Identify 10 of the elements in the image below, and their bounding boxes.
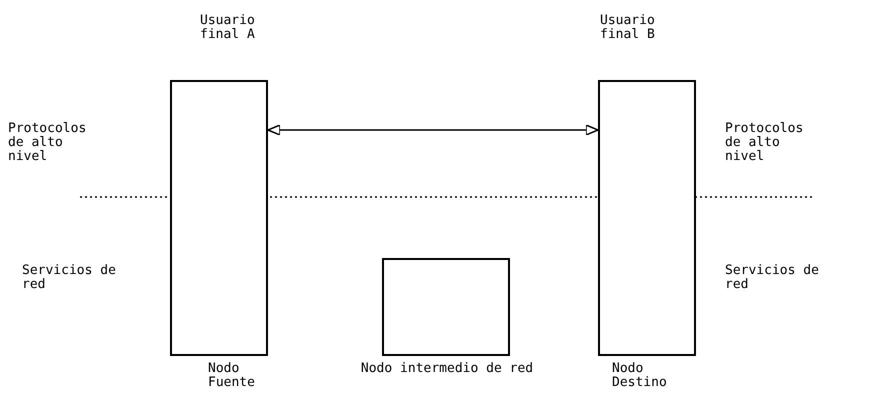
- layer-label: Servicios de red: [22, 264, 117, 292]
- node-label: Nodo intermedio de red: [360, 362, 534, 376]
- node-heading: Usuario final B: [600, 14, 656, 42]
- double-arrow: [267, 124, 599, 136]
- layer-label: Servicios de red: [725, 264, 820, 292]
- node-label: Nodo Destino: [612, 362, 668, 390]
- node-heading: Usuario final A: [200, 14, 256, 42]
- layer-label: Protocolos de alto nivel: [725, 122, 804, 164]
- layer-label: Protocolos de alto nivel: [8, 122, 88, 164]
- node-label: Nodo Fuente: [208, 362, 256, 390]
